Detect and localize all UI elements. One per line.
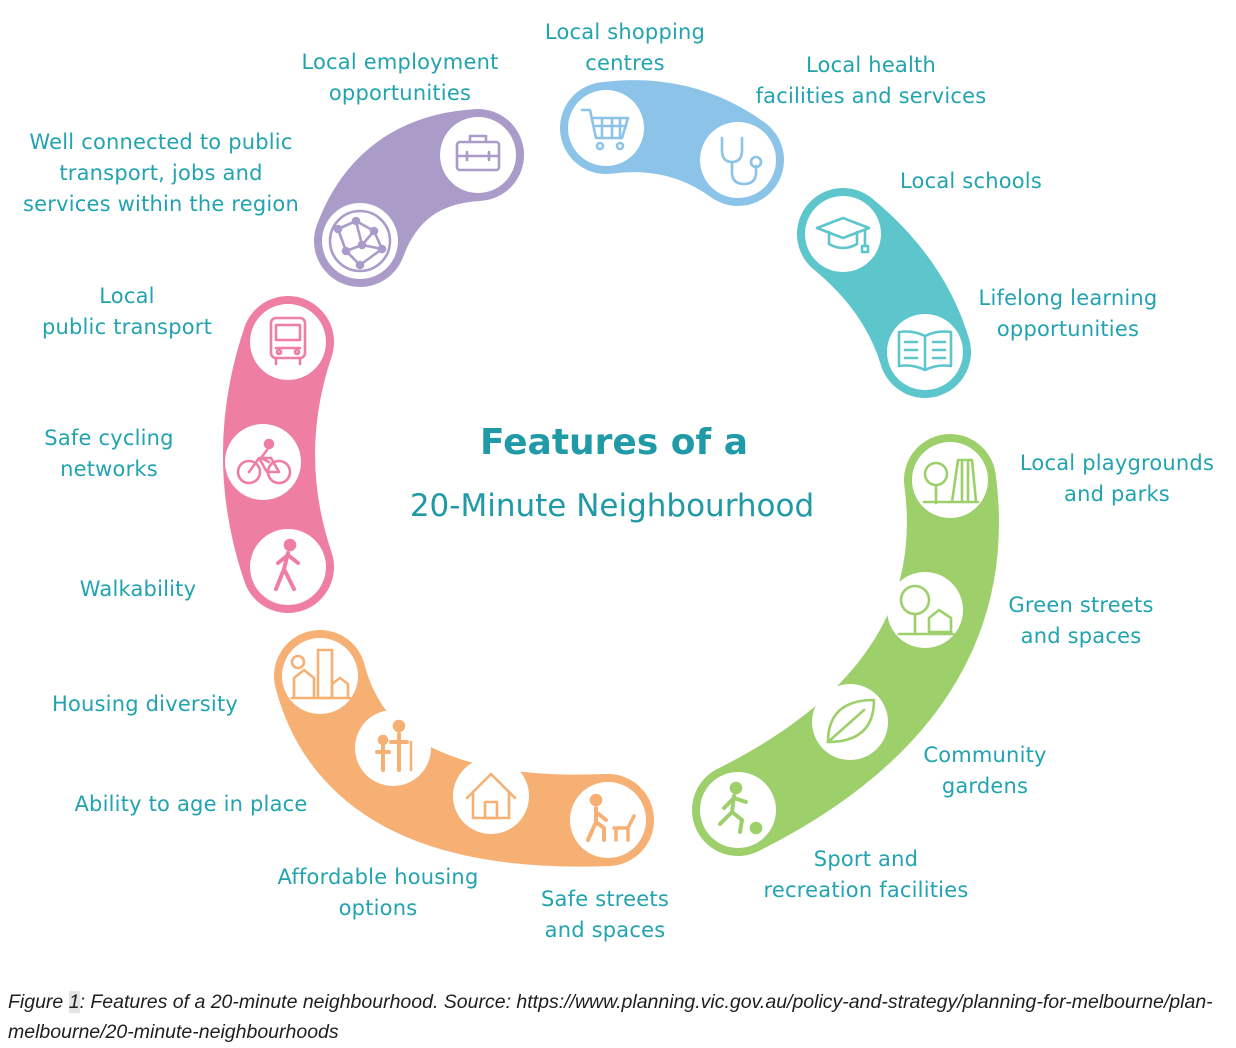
diagram: Features of a 20-Minute Neighbourhood Lo… [23,20,1215,942]
caption-text: : Features of a 20-minute neighbourhood.… [8,991,1213,1043]
label-transport: Local public transport [41,284,213,339]
label-playgrounds: Local playgrounds and parks [1019,451,1215,506]
person-with-dog-icon [586,793,636,842]
label-green: Green streets and spaces [1008,593,1154,648]
stethoscope-icon [720,136,763,186]
age-circle [355,710,431,786]
bus-icon [269,316,307,366]
leaf-icon [826,698,876,744]
graduation-cap-icon [815,216,871,254]
shopping-cart-icon [580,108,630,151]
tree-house-icon [897,584,955,636]
orange-arc-group [274,630,654,867]
house-icon [465,772,517,820]
label-connected: Well connected to public transport, jobs… [23,130,299,216]
caption-figure-number: 1 [68,991,80,1013]
label-age: Ability to age in place [74,792,308,816]
shopping-circle [568,90,644,166]
family-elderly-icon [375,719,413,772]
label-gardens: Community gardens [923,743,1047,798]
cyclist-icon [236,438,292,485]
label-shopping: Local shopping centres [544,20,706,75]
network-globe-icon [328,209,392,273]
buildings-icon [290,648,352,700]
walking-person-icon [274,538,300,591]
playgrounds-circle [912,442,988,518]
label-employment: Local employment opportunities [301,50,499,105]
pink-arc-group [223,296,334,613]
soccer-player-icon [718,781,763,835]
schools-circle [805,196,881,272]
green-arc [692,434,999,856]
figure-caption: Figure 1: Features of a 20-minute neighb… [8,987,1218,1047]
walk-circle [250,529,326,605]
features-ring [223,80,999,867]
label-walk: Walkability [79,577,197,601]
affordable-circle [453,758,529,834]
teal-arc-group [797,188,971,398]
briefcase-icon [455,134,501,172]
label-schools: Local schools [900,169,1042,193]
open-book-icon [897,330,953,372]
label-cycling: Safe cycling networks [44,426,174,481]
label-sport: Sport and recreation facilities [763,847,969,902]
diagram-subtitle: 20-Minute Neighbourhood [409,488,815,524]
diagram-title: Features of a [479,422,749,463]
caption-prefix: Figure [8,991,69,1013]
label-housing: Housing diversity [51,692,239,716]
playground-slide-icon [922,458,980,505]
label-safe: Safe streets and spaces [541,887,669,942]
transport-circle [250,304,326,380]
label-lifelong: Lifelong learning opportunities [978,286,1158,341]
cycling-circle [225,424,301,500]
label-affordable: Affordable housing options [277,865,479,920]
orange-arc [274,630,654,867]
label-health: Local health facilities and services [755,53,987,108]
